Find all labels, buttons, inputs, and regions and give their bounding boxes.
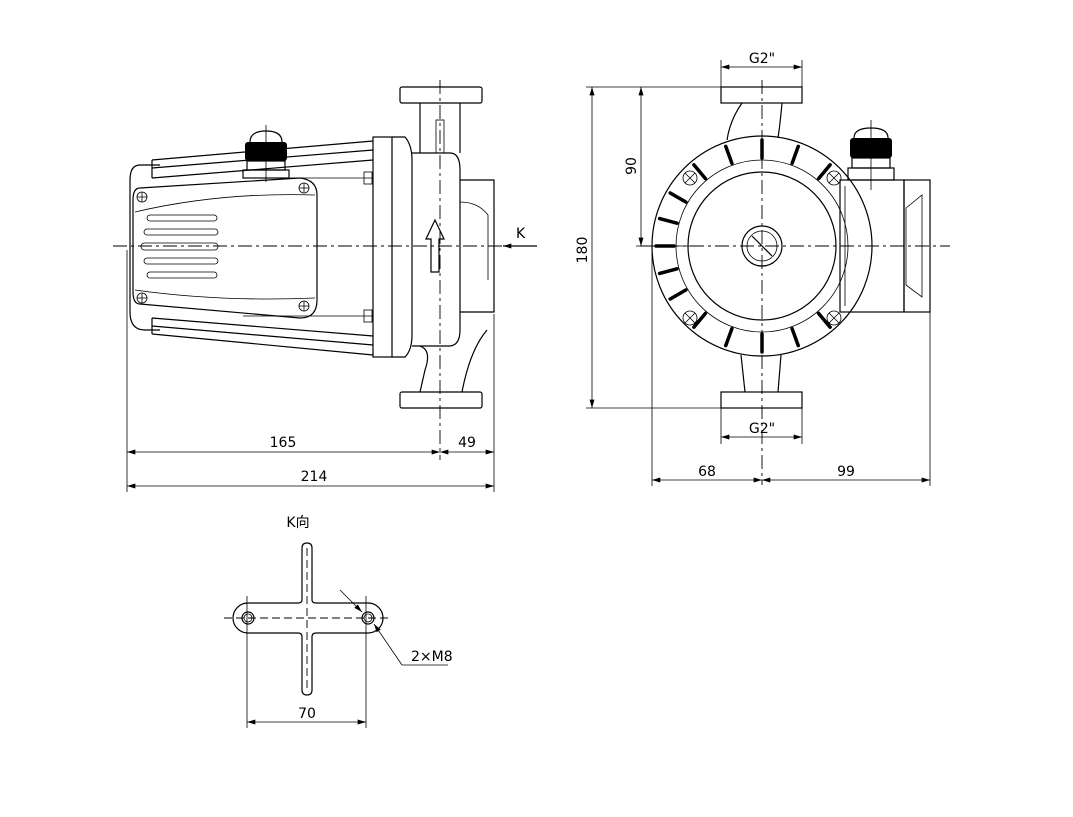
bottom-pipe-flange xyxy=(399,391,483,409)
dim-g2-bottom: G2" xyxy=(749,421,775,437)
cover-vent-slots xyxy=(140,214,219,279)
terminal-box-cover xyxy=(903,179,931,313)
vent-plug-inner xyxy=(746,230,778,262)
mount-hole-right-inner xyxy=(363,613,373,623)
cable-gland-icon xyxy=(242,125,290,182)
dim-180: 180 xyxy=(575,237,591,264)
dim-g2-top: G2" xyxy=(749,51,775,67)
housing-rib xyxy=(668,191,688,204)
side-view: K 165 49 214 xyxy=(113,80,537,492)
hole-spec-label: 2×M8 xyxy=(411,649,453,665)
housing-rib xyxy=(790,144,801,166)
vent-plug xyxy=(741,225,783,267)
housing-rib xyxy=(790,326,801,348)
motor-back-cover xyxy=(129,164,160,331)
dim-49: 49 xyxy=(458,435,476,451)
top-pipe-flange xyxy=(399,86,483,104)
cover-screw-icons xyxy=(136,182,310,312)
bolt-icon xyxy=(363,171,373,185)
dim-70: 70 xyxy=(298,706,316,722)
motor-flange xyxy=(372,136,393,358)
front-dimensions xyxy=(586,60,931,486)
housing-rib xyxy=(668,288,688,301)
k-view-title: K向 xyxy=(286,515,309,531)
top-flange xyxy=(720,86,803,104)
mount-hole-left-inner xyxy=(243,613,253,623)
hole-leader-bottom xyxy=(373,623,403,666)
screw-slot-icon xyxy=(751,235,773,257)
front-cable-gland-icon xyxy=(847,120,895,190)
dim-214: 214 xyxy=(301,469,328,485)
housing-rib xyxy=(816,311,832,329)
pump-volute xyxy=(460,179,495,313)
mounting-foot xyxy=(232,542,384,696)
motor-fins xyxy=(151,140,374,356)
dim-99: 99 xyxy=(837,464,855,480)
volute-contour xyxy=(459,201,489,280)
dim-90: 90 xyxy=(624,157,640,175)
lower-neck xyxy=(740,354,782,393)
cover-contour xyxy=(134,194,316,300)
terminal-cover xyxy=(132,177,318,319)
housing-rib xyxy=(723,144,734,166)
housing-rib xyxy=(692,311,708,329)
pump-flange xyxy=(392,136,413,358)
housing-bolt-icons xyxy=(682,170,842,326)
housing-rib xyxy=(657,267,679,276)
housing-rib xyxy=(723,326,734,348)
terminal-box-detail xyxy=(844,186,923,306)
flow-direction-arrow-icon xyxy=(425,218,445,273)
lower-pipe xyxy=(419,329,488,393)
housing-rib xyxy=(657,216,679,225)
upper-pipe xyxy=(419,103,461,153)
dim-165: 165 xyxy=(270,435,297,451)
dim-68: 68 xyxy=(698,464,716,480)
pipe-window xyxy=(435,119,445,154)
front-view: G2" G2" 180 90 68 99 xyxy=(575,51,950,486)
mount-hole-right xyxy=(361,611,375,625)
bottom-flange xyxy=(720,391,803,409)
bolt-icon xyxy=(363,309,373,323)
pump-housing xyxy=(412,152,461,347)
housing-rib xyxy=(816,163,832,181)
hole-leader-top xyxy=(339,589,363,613)
view-k-label: K xyxy=(516,226,526,242)
side-dimensions xyxy=(126,250,495,492)
housing-rib xyxy=(692,163,708,181)
mount-hole-left xyxy=(241,611,255,625)
k-view: K向 2×M8 70 xyxy=(224,515,453,728)
upper-neck xyxy=(726,102,783,141)
